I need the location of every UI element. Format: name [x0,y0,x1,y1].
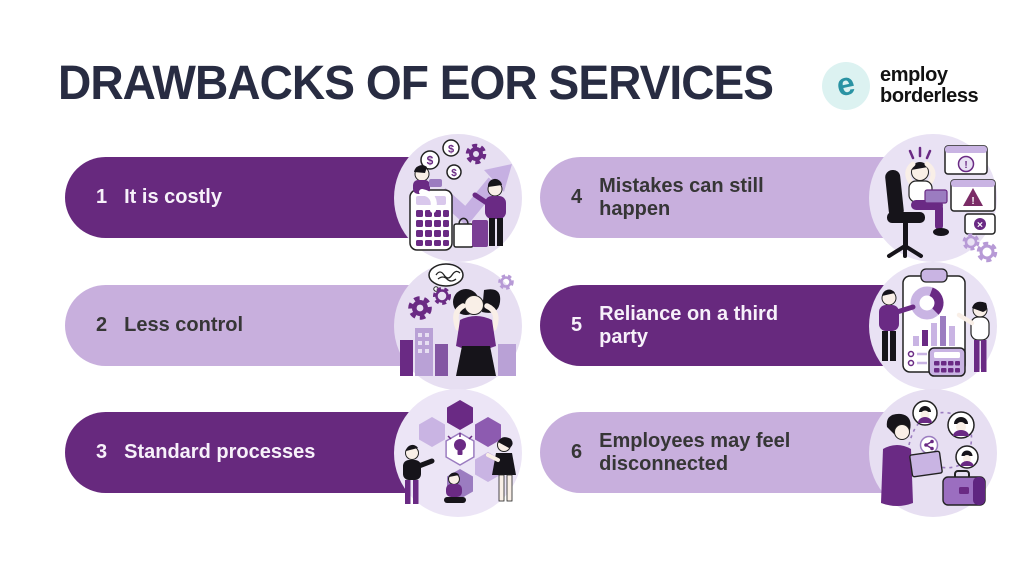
calculator-icon [409,188,453,251]
donut-chart-icon [910,286,944,319]
shopping-bag-icon [453,217,488,248]
item-number: 2 [96,314,108,336]
gear-icon [465,143,487,164]
drawback-item-costly: 1 It is costly $ [65,133,522,262]
page-title: DRAWBACKS OF EOR SERVICES [58,57,774,110]
item-number: 5 [571,314,583,336]
calculator-icon [928,346,966,377]
item-label: It is costly [124,186,222,208]
money-growth-illustration: $ $ $ [392,132,524,264]
brand-name-line2: borderless [880,85,979,107]
thought-bubble-icon [428,262,464,292]
item-number: 4 [571,186,583,208]
office-chair-icon [885,169,925,258]
hexagon-teamwork-illustration [392,387,524,519]
svg-text:$: $ [448,143,454,155]
item-number: 3 [96,441,108,463]
brand-name-line1: employ [880,64,948,86]
item-number: 1 [96,186,108,208]
gear-icon [408,295,432,320]
share-icon [919,435,939,454]
drawback-item-standard-processes: 3 Standard processes [65,388,522,517]
drawback-item-less-control: 2 Less control [65,261,522,390]
woman-with-tablet-figure [881,413,943,506]
dollar-coin-icon: $ [420,149,440,170]
item-number: 6 [571,441,583,463]
item-label: Mistakes can still happen [599,174,764,220]
dollar-coin-icon: $ [442,138,460,157]
drawback-item-mistakes: 4 Mistakes can still happen ! ! [540,133,998,262]
item-label: Less control [124,314,244,336]
gear-icon [976,241,998,262]
employ-borderless-logo-icon: e [822,62,870,110]
drawback-item-disconnected: 6 Employees may feel disconnected [540,388,997,517]
stressed-man-figure [905,146,949,236]
gear-icon [433,286,451,305]
pointing-woman-figure [956,301,990,372]
standing-man-figure [472,178,506,246]
brand-name: employ borderless [880,64,979,107]
svg-text:$: $ [451,168,457,179]
gear-icon [498,273,514,290]
clipboard-analysis-illustration [867,260,999,392]
svg-text:$: $ [427,153,434,167]
pointing-man-figure [879,289,916,361]
avatar-icon [955,444,979,469]
item-label: Reliance on a third party [599,302,779,348]
gear-icon [962,233,980,250]
checklist-icon [907,350,927,366]
warning-window-icon: ! [944,144,988,175]
error-warnings-illustration: ! ! ✕ [867,132,999,264]
error-window-icon: ✕ [964,212,996,235]
avatar-icon [912,399,938,426]
alert-window-icon: ! [950,178,996,212]
svg-text:!: ! [971,196,974,207]
standing-man-figure [403,444,435,504]
drawback-item-third-party: 5 Reliance on a third party [540,261,997,390]
item-label: Standard processes [124,441,316,463]
item-label: Employees may feel disconnected [599,429,791,475]
brand-logo: e employ borderless [822,62,979,110]
bar-chart-icon [913,315,955,346]
dollar-coin-icon: $ [446,163,462,180]
avatar-icon [947,410,975,439]
logo-mark-letter: e [833,64,859,104]
sitting-woman-figure [413,164,442,213]
standing-woman-figure [486,436,516,501]
svg-text:✕: ✕ [977,220,984,229]
remote-network-illustration [867,387,999,519]
stressed-woman-gears-illustration [392,260,524,392]
kneeling-man-figure [444,472,466,503]
buildings-icon [400,327,516,376]
svg-text:!: ! [964,160,967,171]
stressed-woman-figure [453,288,501,376]
briefcase-icon [942,469,986,506]
lightbulb-icon [447,432,473,455]
